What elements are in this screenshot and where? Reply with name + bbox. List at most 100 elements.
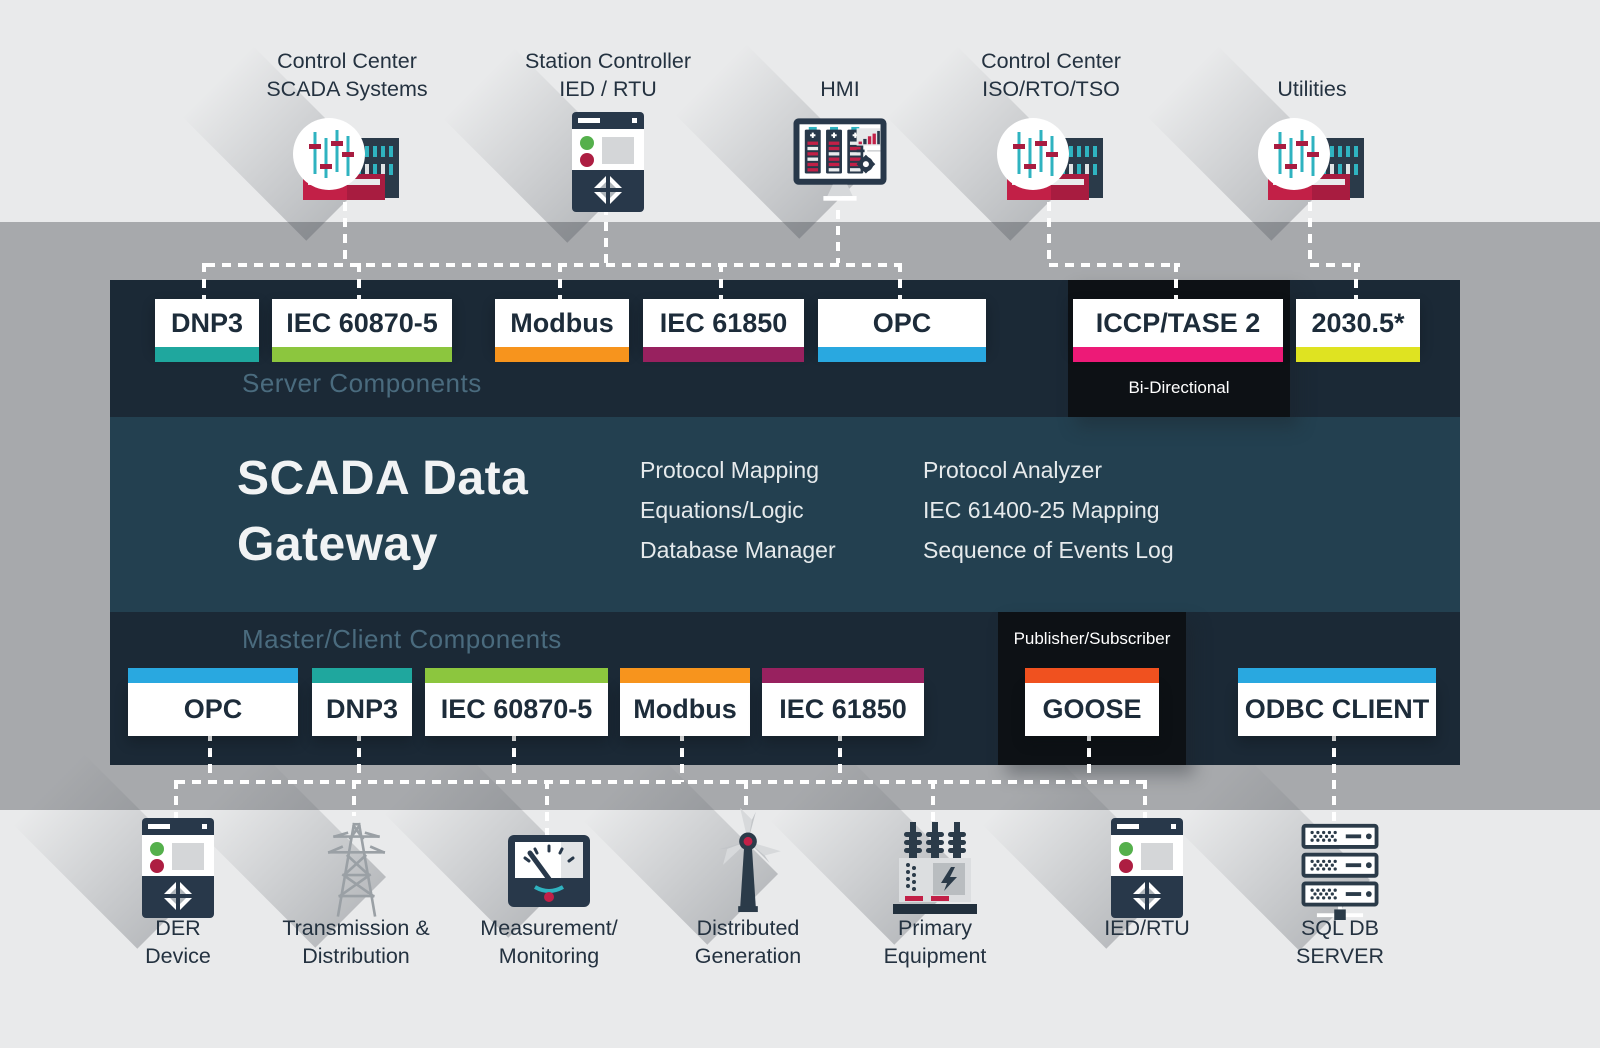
label-line: SQL DB	[1300, 916, 1380, 940]
protocol-box-iccp-tase-2: ICCP/TASE 2	[1073, 299, 1283, 347]
protocol-label: IEC 61850	[659, 307, 788, 338]
label-line: Distribution	[302, 944, 410, 968]
connector-dash	[1143, 780, 1147, 822]
connector-dash	[558, 263, 562, 301]
connector-dash	[1332, 732, 1336, 828]
top-node-label: HMI	[690, 45, 990, 103]
protocol-note: Bi-Directional	[1128, 378, 1230, 397]
tower-icon	[304, 812, 409, 917]
protocol-box-iec-61850: IEC 61850	[643, 299, 804, 347]
bottom-node-label: IED/RTU	[997, 914, 1297, 942]
hmi-icon	[790, 115, 890, 208]
server-components-label: Server Components	[242, 368, 482, 398]
accent-bar-modbus	[495, 347, 629, 362]
device-icon	[572, 112, 644, 212]
sliders-building-icon	[989, 112, 1114, 210]
connector-dash	[836, 210, 840, 263]
connector-dash	[838, 732, 842, 782]
connector-dash	[343, 202, 347, 263]
label-line: Generation	[694, 944, 802, 968]
feature-sequence-events-log: Sequence of Events Log	[923, 537, 1174, 563]
connector-dash	[176, 780, 1145, 784]
accent-bar-iec-60870-5	[272, 347, 452, 362]
protocol-label: IEC 60870-5	[440, 694, 593, 724]
connector-dash	[545, 780, 549, 838]
connector-dash	[202, 263, 206, 301]
protocol-label: ICCP/TASE 2	[1095, 307, 1261, 338]
accent-bar-iec-61850	[643, 347, 804, 362]
protocol-box-2030-5: 2030.5*	[1296, 299, 1420, 347]
label-line: Measurement/	[480, 916, 618, 940]
device-icon	[1111, 818, 1183, 918]
label-line: Control Center	[981, 49, 1121, 73]
gateway-panel-middle	[110, 417, 1460, 612]
feature-equations-logic: Equations/Logic	[640, 497, 804, 523]
protocol-label: GOOSE	[1042, 694, 1142, 724]
sliders-building-icon	[285, 112, 410, 210]
protocol-box-iec-60870-5: IEC 60870-5	[425, 683, 608, 736]
protocol-label: IEC 61850	[779, 694, 907, 724]
label-line: Station Controller	[524, 49, 692, 73]
label-line: ISO/RTO/TSO	[982, 77, 1120, 101]
accent-bar-dnp3	[312, 668, 412, 683]
label-line: IED / RTU	[559, 77, 657, 101]
connector-dash	[719, 263, 723, 301]
device-icon	[142, 818, 214, 918]
protocol-box-iec-60870-5: IEC 60870-5	[272, 299, 452, 347]
accent-bar-2030-5	[1296, 347, 1420, 362]
connector-dash	[604, 206, 608, 263]
feature-protocol-analyzer: Protocol Analyzer	[923, 457, 1102, 483]
protocol-box-opc: OPC	[818, 299, 986, 347]
connector-dash	[1174, 263, 1178, 301]
accent-bar-odbc-client	[1238, 668, 1436, 683]
label-line: SERVER	[1295, 944, 1385, 968]
feature-iec61400-mapping: IEC 61400-25 Mapping	[923, 497, 1160, 523]
gateway-title-line1: SCADA Data	[237, 452, 529, 505]
gauge-icon	[508, 835, 590, 907]
protocol-label: DNP3	[170, 307, 244, 338]
connector-dash	[357, 732, 361, 782]
connector-dash	[1047, 202, 1051, 263]
gateway-title: SCADA Data Gateway	[237, 446, 528, 578]
connector-dash	[357, 263, 361, 301]
feature-database-manager: Database Manager	[640, 537, 836, 563]
connector-dash	[744, 780, 748, 810]
label-line: Monitoring	[498, 944, 600, 968]
feature-protocol-mapping: Protocol Mapping	[640, 457, 819, 483]
gateway-features-right: Protocol Analyzer IEC 61400-25 Mapping S…	[923, 450, 1174, 570]
sliders-building-icon	[1250, 112, 1375, 210]
accent-bar-modbus	[620, 668, 750, 683]
connector-dash	[898, 263, 902, 301]
connector-dash	[1308, 202, 1312, 263]
bottom-node-label: Transmission &Distribution	[206, 914, 506, 970]
connector-dash	[1354, 263, 1358, 301]
accent-bar-iccp-tase-2	[1073, 347, 1283, 362]
protocol-box-modbus: Modbus	[495, 299, 629, 347]
protocol-label: IEC 60870-5	[286, 307, 438, 338]
label-line: SCADA Systems	[266, 77, 428, 101]
gateway-title-line2: Gateway	[237, 518, 438, 571]
label-line: Equipment	[883, 944, 987, 968]
connector-dash	[352, 780, 356, 816]
accent-bar-opc	[818, 347, 986, 362]
label-line: DER	[155, 916, 201, 940]
label-line: Primary	[897, 916, 973, 940]
connector-dash	[680, 732, 684, 782]
connector-dash	[208, 732, 212, 782]
protocol-label: Modbus	[510, 307, 614, 338]
connector-dash	[931, 780, 935, 826]
connector-dash	[174, 780, 178, 822]
label-line: Control Center	[277, 49, 417, 73]
accent-bar-dnp3	[155, 347, 259, 362]
protocol-box-iec-61850: IEC 61850	[762, 683, 924, 736]
protocol-box-goose: GOOSE	[1025, 683, 1159, 736]
protocol-label: OPC	[872, 307, 932, 338]
accent-bar-iec-61850	[762, 668, 924, 683]
top-node-label: Utilities	[1162, 45, 1462, 103]
protocol-box-odbc-client: ODBC CLIENT	[1238, 683, 1436, 736]
